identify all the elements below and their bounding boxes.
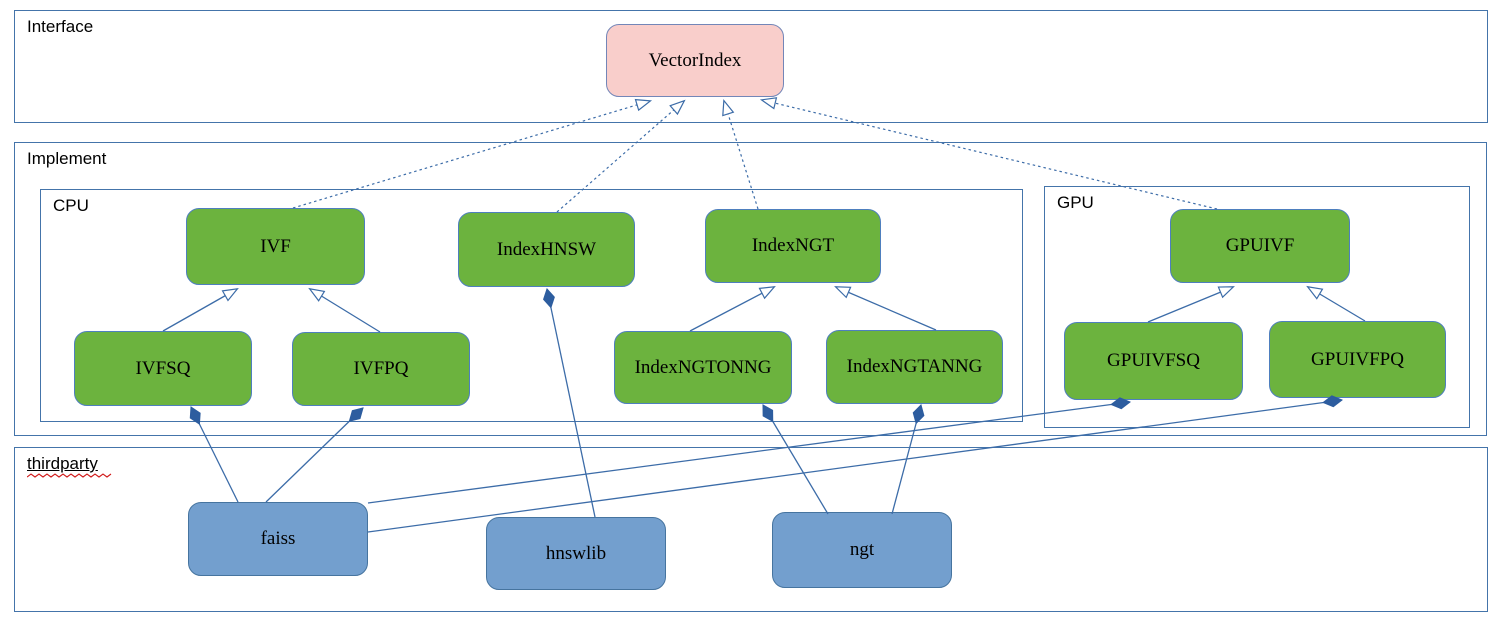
node-indexhnsw-label: IndexHNSW (496, 238, 597, 260)
node-ivfpq-label: IVFPQ (353, 358, 409, 379)
node-hnswlib[interactable]: hnswlib (486, 517, 666, 590)
node-ivfsq[interactable]: IVFSQ (74, 331, 252, 406)
node-indexngtonng-label: IndexNGTONNG (634, 356, 772, 378)
node-gpuivfsq[interactable]: GPUIVFSQ (1064, 322, 1243, 400)
container-gpu-label: GPU (1057, 193, 1094, 212)
node-ngt[interactable]: ngt (772, 512, 952, 588)
node-ngt-label: ngt (849, 539, 875, 560)
node-vectorindex-label: VectorIndex (648, 49, 742, 71)
node-gpuivfpq[interactable]: GPUIVFPQ (1269, 321, 1446, 398)
node-gpuivfpq-label: GPUIVFPQ (1311, 348, 1404, 370)
node-vectorindex[interactable]: VectorIndex (606, 24, 784, 97)
container-cpu-label: CPU (53, 196, 89, 215)
node-ivfpq[interactable]: IVFPQ (292, 332, 470, 406)
container-implement-label: Implement (27, 149, 107, 168)
node-gpuivf[interactable]: GPUIVF (1170, 209, 1350, 283)
node-indexngtanng[interactable]: IndexNGTANNG (826, 330, 1003, 404)
node-gpuivfsq-label: GPUIVFSQ (1107, 350, 1200, 371)
spellcheck-squiggle (27, 473, 112, 478)
container-interface-label: Interface (27, 17, 94, 36)
node-ivfsq-label: IVFSQ (135, 357, 191, 379)
node-gpuivf-label: GPUIVF (1225, 235, 1295, 256)
node-indexngtonng[interactable]: IndexNGTONNG (614, 331, 792, 404)
node-ivf[interactable]: IVF (186, 208, 365, 285)
node-faiss[interactable]: faiss (188, 502, 368, 576)
container-thirdparty-label-text: thirdparty (27, 454, 98, 473)
node-indexngtanng-label: IndexNGTANNG (846, 356, 983, 377)
node-indexhnsw[interactable]: IndexHNSW (458, 212, 635, 287)
node-indexngt[interactable]: IndexNGT (705, 209, 881, 283)
node-indexngt-label: IndexNGT (751, 235, 835, 256)
container-thirdparty-label: thirdparty (27, 454, 112, 478)
node-faiss-label: faiss (260, 528, 296, 549)
node-hnswlib-label: hnswlib (545, 542, 607, 564)
node-ivf-label: IVF (260, 235, 291, 257)
